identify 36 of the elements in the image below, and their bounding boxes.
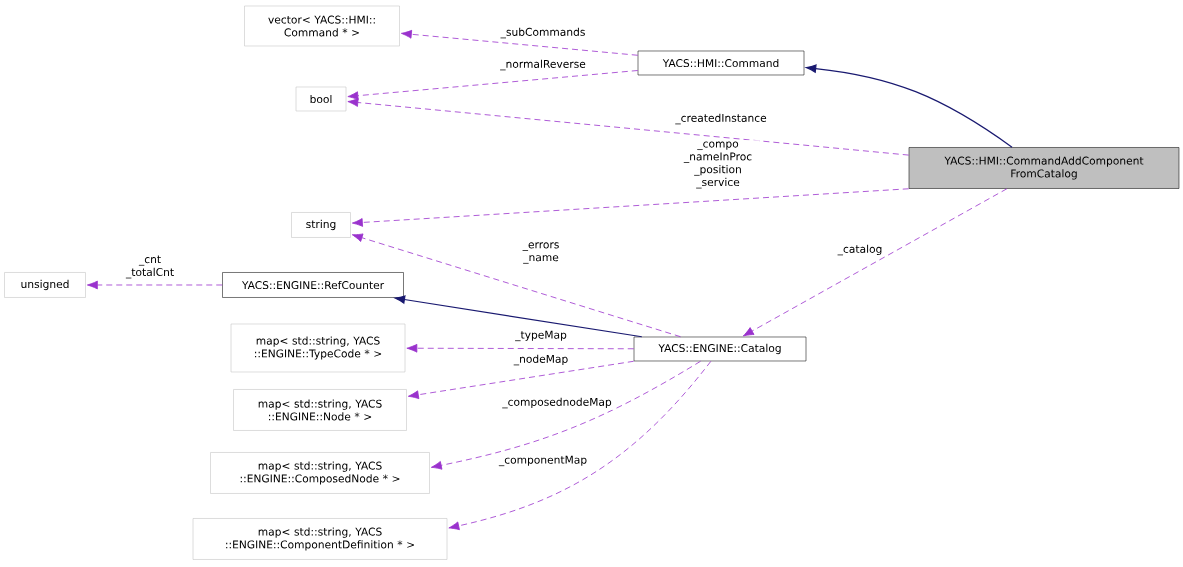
class-box: bool bbox=[295, 86, 347, 112]
arrow bbox=[86, 280, 223, 290]
edge-label: _createdInstance bbox=[674, 112, 768, 126]
edge-label: _catalog bbox=[836, 243, 884, 257]
edge-label: _normalReverse bbox=[498, 58, 588, 72]
class-box: vector< YACS::HMI:: Command * > bbox=[244, 5, 400, 47]
arrow bbox=[448, 360, 712, 531]
class-box: map< std::string, YACS ::ENGINE::TypeCode * > bbox=[230, 323, 406, 373]
edge-label: _componentMap bbox=[497, 454, 589, 468]
arrow bbox=[347, 98, 910, 156]
arrow bbox=[351, 188, 910, 227]
class-box: YACS::ENGINE::Catalog bbox=[633, 336, 807, 362]
arrow bbox=[351, 233, 681, 338]
edge-label: _nodeMap bbox=[512, 353, 570, 367]
edge-label: _composednodeMap bbox=[500, 396, 614, 410]
class-box: YACS::ENGINE::RefCounter bbox=[222, 272, 404, 298]
class-box: YACS::HMI::CommandAddComponent FromCatalog bbox=[908, 147, 1180, 189]
arrow bbox=[742, 188, 1008, 337]
edge-label: _typeMap bbox=[513, 329, 569, 343]
class-box: map< std::string, YACS ::ENGINE::ComponentDefinition * > bbox=[192, 518, 448, 560]
arrow bbox=[406, 343, 635, 353]
edge-label: _cnt _totalCnt bbox=[115, 254, 185, 280]
class-box: map< std::string, YACS ::ENGINE::ComposedNode * > bbox=[210, 452, 430, 494]
arrow bbox=[347, 70, 639, 101]
class-box: YACS::HMI::Command bbox=[637, 50, 805, 76]
edge-label: _errors _name bbox=[513, 241, 569, 265]
edge-label: _compo _nameInProc _position _service bbox=[676, 140, 760, 190]
arrow bbox=[400, 29, 639, 56]
edge-label: _subCommands bbox=[499, 26, 587, 40]
class-box: unsigned bbox=[4, 272, 86, 298]
arrow bbox=[806, 64, 1013, 148]
arrow bbox=[407, 360, 635, 400]
arrow bbox=[394, 295, 643, 338]
class-box: string bbox=[291, 212, 351, 238]
arrow bbox=[430, 360, 701, 470]
class-box: map< std::string, YACS ::ENGINE::Node * > bbox=[233, 389, 407, 431]
